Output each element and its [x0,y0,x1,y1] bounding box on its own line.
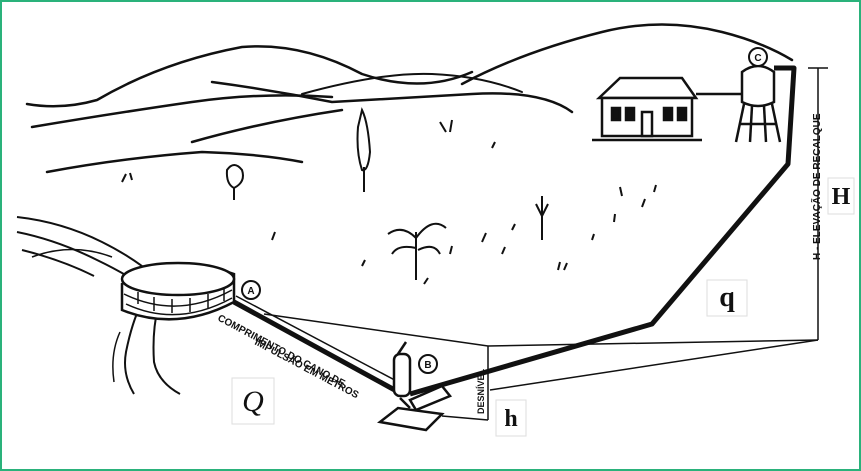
svg-text:A: A [247,286,254,297]
water-tank [696,66,780,142]
point-b-marker: B [419,355,437,373]
elevation-label: H - ELEVAÇÃO DE RECALQUE [810,113,823,260]
svg-text:H: H [832,184,851,210]
svg-text:q: q [719,282,735,313]
reservoir [122,263,234,319]
svg-text:h: h [504,406,517,432]
small-tree [227,165,243,200]
height-big-tag: H [828,178,854,214]
svg-text:Q: Q [242,385,264,418]
house [592,78,702,140]
point-a-marker: A [242,281,260,299]
height-small-tag: h [496,400,526,436]
svg-text:C: C [754,53,761,64]
tall-tree [358,110,371,192]
shrubs [122,120,656,284]
svg-text:B: B [424,360,431,371]
desnivel-label: DESNÍVEL [476,368,486,414]
young-tree [536,196,548,240]
point-c-marker: C [749,48,767,66]
banana-plant [388,224,446,280]
flow-delivered-tag: q [707,280,747,316]
flow-source-tag: Q [232,378,274,424]
